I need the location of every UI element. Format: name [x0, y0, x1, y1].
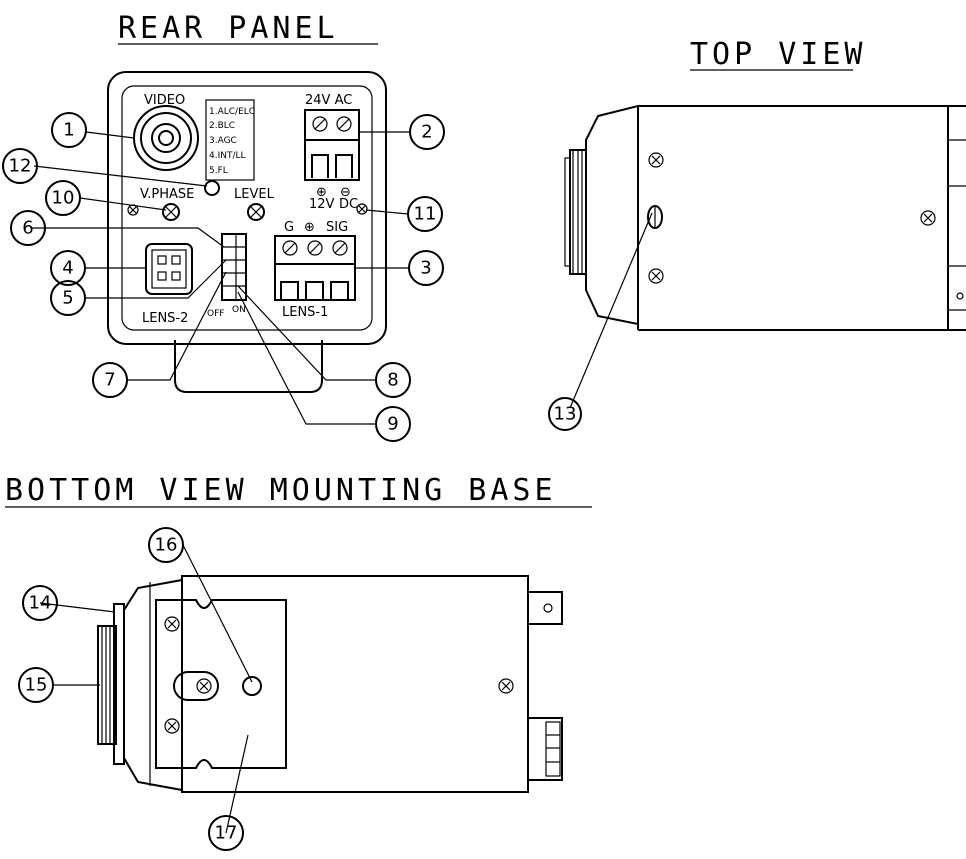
rear-leader-lines — [32, 131, 653, 834]
video-label: VIDEO — [144, 93, 185, 108]
v-phase-pot-icon — [162, 203, 180, 221]
svg-text:4: 4 — [62, 258, 73, 279]
power-minus-symbol: ⊖ — [340, 185, 351, 200]
top-view — [564, 104, 966, 331]
callout-11: 11 — [407, 196, 443, 232]
lens2-connector — [145, 243, 193, 295]
lens1-g-label: G — [284, 220, 294, 235]
svg-text:12: 12 — [9, 156, 32, 177]
svg-text:11: 11 — [414, 204, 437, 225]
dip-on-label: ON — [232, 305, 246, 315]
callout-1: 1 — [51, 112, 87, 148]
callout-6: 6 — [10, 210, 46, 246]
level-label: LEVEL — [234, 187, 275, 202]
lens1-terminal-block — [274, 235, 356, 301]
svg-text:8: 8 — [387, 370, 398, 391]
bottom-body-outline — [181, 575, 529, 793]
top-front-shoulder — [585, 104, 639, 326]
mount-slot — [173, 671, 219, 701]
tripod-screw-hole — [242, 676, 262, 696]
callout-10: 10 — [45, 180, 81, 216]
rear-connector-stub — [527, 591, 563, 625]
callout-8: 8 — [375, 362, 411, 398]
lens1-sig-label: SIG — [326, 220, 348, 235]
callout-7: 7 — [92, 362, 128, 398]
rear-panel-view: VIDEO 1.ALC/ELC 2.BLC 3.AGC 4.INT/LL 5.F… — [107, 71, 387, 393]
screw-left-icon — [127, 204, 139, 216]
mounting-base-plate — [155, 599, 287, 769]
callout-16: 16 — [148, 527, 184, 563]
svg-text:7: 7 — [104, 370, 115, 391]
callout-9: 9 — [375, 406, 411, 442]
level-pot-icon — [247, 203, 265, 221]
lens-mount-ring — [97, 625, 117, 745]
function-item-5: 5.FL — [209, 166, 228, 176]
rear-terminal-profile — [527, 717, 563, 781]
rear-panel-title: REAR PANEL — [118, 11, 339, 46]
mount-slot-screw-icon — [196, 678, 212, 694]
callout-13: 13 — [548, 397, 582, 431]
svg-text:16: 16 — [155, 535, 178, 556]
camera-body-outline — [107, 71, 387, 345]
power-plus-symbol: ⊕ — [316, 185, 327, 200]
lens1-label: LENS-1 — [282, 305, 328, 320]
lens1-plus-label: ⊕ — [304, 220, 315, 235]
power-led — [204, 180, 220, 196]
top-view-title: TOP VIEW — [690, 37, 867, 72]
callout-14: 14 — [22, 585, 58, 621]
top-screw-3-icon — [920, 210, 936, 226]
lens2-label: LENS-2 — [142, 311, 188, 326]
power-12v-label: 12V — [309, 197, 335, 212]
power-terminal-block — [304, 109, 360, 181]
video-bnc-connector — [133, 105, 199, 171]
callout-15: 15 — [18, 667, 54, 703]
back-focus-screw — [647, 205, 663, 229]
svg-text:15: 15 — [25, 675, 48, 696]
bottom-view-title: BOTTOM VIEW MOUNTING BASE — [5, 473, 557, 508]
mount-bracket — [174, 340, 323, 393]
svg-text:17: 17 — [215, 823, 238, 844]
callout-5: 5 — [50, 280, 86, 316]
screw-right-icon — [356, 203, 368, 215]
svg-text:5: 5 — [62, 288, 73, 309]
bottom-rear-screw-icon — [498, 678, 514, 694]
mount-screw-1-icon — [164, 616, 180, 632]
dip-off-label: OFF — [207, 309, 224, 319]
mount-screw-2-icon — [164, 718, 180, 734]
top-screw-2-icon — [648, 268, 664, 284]
power-dc-label: DC — [339, 197, 358, 212]
svg-text:2: 2 — [421, 122, 432, 143]
function-item-3: 3.AGC — [209, 136, 237, 146]
callout-2: 2 — [409, 114, 445, 150]
function-item-1: 1.ALC/ELC — [209, 107, 255, 117]
power-24vac-label: 24V AC — [305, 93, 352, 108]
bottom-view — [97, 575, 563, 793]
svg-text:3: 3 — [420, 258, 431, 279]
top-screw-1-icon — [648, 152, 664, 168]
svg-text:13: 13 — [554, 404, 577, 425]
svg-text:6: 6 — [22, 218, 33, 239]
svg-text:1: 1 — [63, 120, 74, 141]
svg-text:14: 14 — [29, 593, 52, 614]
function-item-4: 4.INT/LL — [209, 151, 246, 161]
rear-panel-plate — [121, 85, 373, 331]
callout-17: 17 — [208, 815, 244, 851]
callouts: 1 2 3 4 5 6 7 8 9 10 11 12 13 14 15 16 1… — [2, 112, 582, 851]
callout-4: 4 — [50, 250, 86, 286]
dip-switch-block — [221, 233, 247, 301]
svg-text:10: 10 — [52, 188, 75, 209]
svg-text:9: 9 — [387, 414, 398, 435]
callout-12: 12 — [2, 148, 38, 184]
callout-3: 3 — [408, 250, 444, 286]
function-list-box — [205, 99, 255, 181]
function-item-2: 2.BLC — [209, 121, 235, 131]
v-phase-label: V.PHASE — [140, 187, 194, 202]
